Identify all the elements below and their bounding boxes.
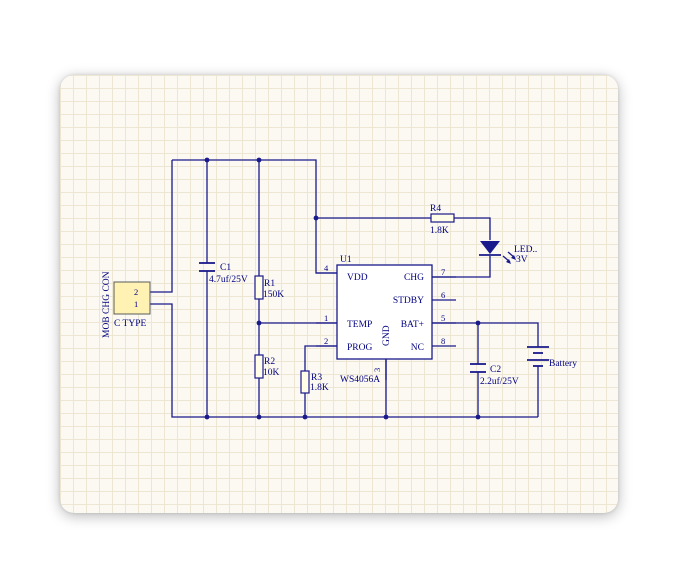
led-triangle xyxy=(480,241,500,254)
connector-pin-1: 1 xyxy=(134,299,138,309)
ic-body xyxy=(336,264,433,360)
ic-u1: U1 4 1 2 VDD TEMP PROG 7 6 5 8 CHG STDBY… xyxy=(316,255,456,385)
pin-num-stdby: 6 xyxy=(441,290,445,300)
usb-c-connector: 2 1 C TYPE MOB CHG CON xyxy=(102,271,151,338)
pin-name-stdby: STDBY xyxy=(393,296,424,306)
junction-dot xyxy=(475,414,481,420)
r2-ref: R2 xyxy=(264,357,275,367)
pin-num-gnd: 3 xyxy=(372,368,382,372)
junction-dot xyxy=(256,320,262,326)
wires xyxy=(150,159,539,418)
junction-dot xyxy=(256,157,262,163)
connector-body xyxy=(113,281,151,315)
junction-dot xyxy=(383,414,389,420)
pin-name-nc: NC xyxy=(411,343,424,353)
led-indicator: LED.. 3V xyxy=(479,241,537,265)
connector-type-label: C TYPE xyxy=(114,319,146,329)
junction-dot xyxy=(204,414,210,420)
pin-num-vdd: 4 xyxy=(324,263,329,273)
c2-ref: C2 xyxy=(490,365,501,375)
pin-num-bat: 5 xyxy=(441,313,445,323)
r3-value: 1.8K xyxy=(310,383,329,393)
pin-name-gnd: GND xyxy=(382,325,392,346)
resistor-r2: R2 10K xyxy=(254,354,280,379)
junction-dot xyxy=(256,414,262,420)
r4-ref: R4 xyxy=(430,204,441,214)
c1-ref: C1 xyxy=(220,263,231,273)
capacitor-c2: C2 2.2uf/25V xyxy=(470,363,519,387)
resistor-r1: R1 150K xyxy=(254,275,284,300)
junction-dot xyxy=(302,414,308,420)
pin-name-prog: PROG xyxy=(347,343,372,353)
pin-num-chg: 7 xyxy=(441,267,445,277)
capacitor-c1: C1 4.7uf/25V xyxy=(199,262,248,285)
r1-ref: R1 xyxy=(264,279,275,289)
r3-ref: R3 xyxy=(311,373,322,383)
junction-dots xyxy=(204,157,481,420)
r4-value: 1.8K xyxy=(430,226,449,236)
led-ref: LED.. xyxy=(514,245,537,255)
junction-dot xyxy=(475,320,481,326)
pin-name-temp: TEMP xyxy=(347,320,372,330)
connector-pin-2: 2 xyxy=(134,287,138,297)
pin-num-temp: 1 xyxy=(324,313,328,323)
pin-num-prog: 2 xyxy=(324,336,328,346)
r2-value: 10K xyxy=(263,368,280,378)
resistor-r4: R4 1.8K xyxy=(430,204,455,236)
connector-title-label: MOB CHG CON xyxy=(102,271,112,338)
pin-name-vdd: VDD xyxy=(347,273,368,283)
pin-name-chg: CHG xyxy=(404,273,424,283)
r1-value: 150K xyxy=(263,290,284,300)
pin-name-bat: BAT+ xyxy=(401,320,424,330)
battery: Battery xyxy=(527,346,577,370)
junction-dot xyxy=(204,157,210,163)
pin-num-nc: 8 xyxy=(441,336,445,346)
u1-part: WS4056A xyxy=(340,375,380,385)
led-value: 3V xyxy=(516,255,528,265)
u1-ref: U1 xyxy=(340,255,352,265)
resistor-r3: R3 1.8K xyxy=(300,370,329,394)
c2-value: 2.2uf/25V xyxy=(480,376,519,387)
c1-value: 4.7uf/25V xyxy=(209,274,248,285)
junction-dot xyxy=(313,215,319,221)
battery-label: Battery xyxy=(549,359,577,369)
